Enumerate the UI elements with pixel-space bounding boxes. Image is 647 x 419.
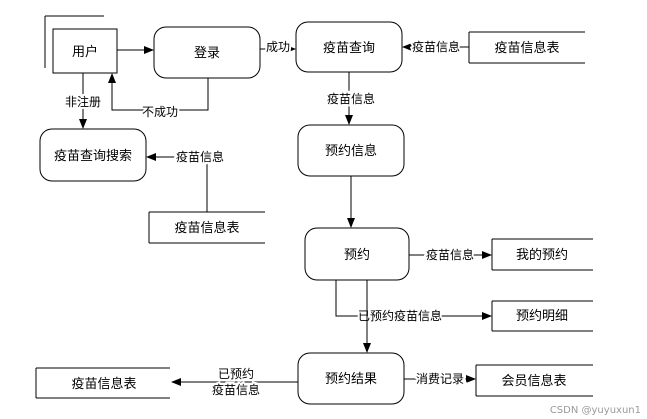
vaccine-store-top-label: 疫苗信息表 xyxy=(494,40,559,56)
booking-detail-store: 预约明细 xyxy=(491,300,593,332)
booking-info-label: 预约信息 xyxy=(325,143,377,159)
edge-label-success: 成功 xyxy=(266,40,290,54)
edge-login-failed xyxy=(108,73,209,111)
vaccine-query-process: 疫苗查询 xyxy=(295,21,403,73)
booking-label: 预约 xyxy=(344,248,370,263)
user-label: 用户 xyxy=(72,44,98,60)
member-store-label: 会员信息表 xyxy=(501,373,566,389)
booking-process: 预约 xyxy=(304,227,410,281)
my-booking-store: 我的预约 xyxy=(491,238,593,271)
edge-label-store-query: 疫苗信息 xyxy=(412,39,460,54)
edge-store-search xyxy=(146,153,208,212)
vaccine-query-label: 疫苗查询 xyxy=(323,40,375,56)
edge-label-store-search: 疫苗信息 xyxy=(176,149,224,164)
vaccine-store-top: 疫苗信息表 xyxy=(468,31,585,64)
edge-label-booked-line2: 疫苗信息 xyxy=(212,382,260,397)
vaccine-store-bottom-label: 疫苗信息表 xyxy=(71,376,136,392)
login-label: 登录 xyxy=(194,46,220,61)
edge-label-query-booking: 疫苗信息 xyxy=(327,91,375,106)
booking-result-label: 预约结果 xyxy=(325,372,377,387)
edge-label-booked-vaccine: 已预约疫苗信息 xyxy=(358,308,442,323)
edge-label-consumption: 消费记录 xyxy=(416,372,464,386)
booking-info-process: 预约信息 xyxy=(297,124,405,177)
booking-detail-label: 预约明细 xyxy=(516,309,568,324)
vaccine-query-search-label: 疫苗查询搜索 xyxy=(54,148,132,164)
edge-label-failed: 不成功 xyxy=(142,105,178,119)
login-process: 登录 xyxy=(153,26,261,79)
booking-result-process: 预约结果 xyxy=(297,352,405,405)
vaccine-store-left: 疫苗信息表 xyxy=(148,211,265,244)
my-booking-label: 我的预约 xyxy=(516,247,568,263)
edge-label-my-booking: 疫苗信息 xyxy=(426,247,474,262)
edge-label-not-registered: 非注册 xyxy=(65,94,101,109)
edge-booking-detail xyxy=(335,280,492,320)
vaccine-query-search-process: 疫苗查询搜索 xyxy=(39,128,147,182)
vaccine-store-left-label: 疫苗信息表 xyxy=(174,220,239,236)
vaccine-store-bottom: 疫苗信息表 xyxy=(35,367,170,399)
edge-label-booked-line1: 已预约 xyxy=(218,366,254,381)
user-entity: 用户 xyxy=(44,15,118,74)
watermark: CSDN @yuyuxun1 xyxy=(550,405,641,416)
member-store: 会员信息表 xyxy=(475,364,593,397)
